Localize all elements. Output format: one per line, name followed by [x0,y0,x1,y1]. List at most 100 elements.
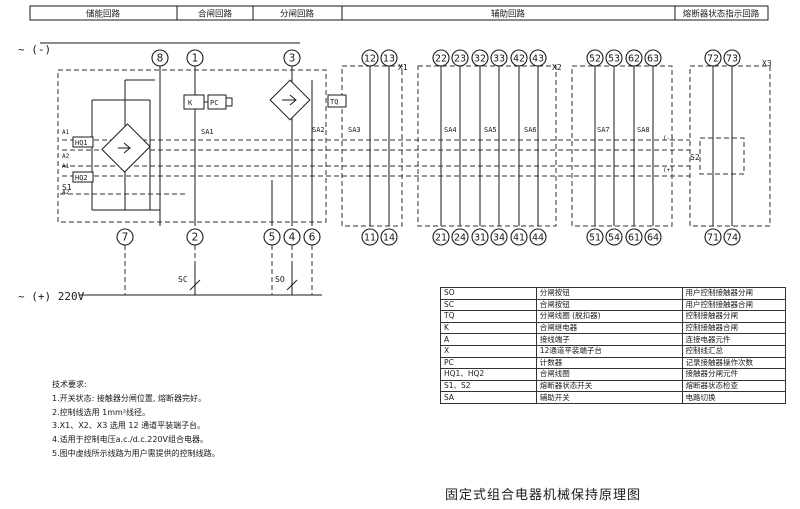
legend-function: 用户控制接触器分闸 [681,287,787,300]
terminal-bottom-41: 41 [513,233,525,244]
legend-name: 合闸继电器 [535,321,683,335]
sa2-label: SA2 [312,126,325,134]
legend-function: 接触器分闸元件 [681,368,787,381]
terminal-bottom-11-circle [361,228,379,246]
terminal-top-63-circle [644,49,662,67]
terminal-bottom-54-circle [605,228,623,246]
legend-function: 电路切换 [681,391,787,404]
terminal-bottom-21-circle [432,228,450,246]
legend-code: SO [440,287,537,300]
terminal-top-53-circle [605,49,623,67]
minus-mark: (-) [663,135,674,142]
legend-function: 控制接触器合闸 [681,321,787,335]
legend-name: 计数器 [535,356,683,370]
terminal-bottom-2: 2 [192,232,199,244]
section-closing: 合闸回路 [198,9,233,20]
section-fuse-indicator: 熔断器状态指示回路 [683,9,760,20]
x3b-enclosure [689,65,771,227]
opening-circuit: TQ SA2 [269,66,347,226]
terminal-top-62: 62 [628,54,640,65]
plus-mark: (+) [663,167,674,174]
hq2-label: HQ2 [75,174,88,182]
technical-notes: 技术要求: 1.开关状态: 接触器分闸位置, 熔断器完好。 2.控制线选用 1m… [52,378,220,461]
hq1-a1: A1 [62,129,70,136]
terminal-top-3-circle [283,49,301,67]
terminal-bottom-7-circle [116,228,134,246]
terminal-bottom-34-circle [490,228,508,246]
sa3-label: SA3 [348,126,361,134]
storage-circuit: HQ1 HQ2 A1 A1 A2 A2 S1 [60,66,185,226]
terminal-top-73: 73 [726,54,738,65]
x3a-enclosure [571,65,673,227]
terminal-bottom-2-circle [186,228,204,246]
terminal-bottom-61: 61 [628,233,640,244]
sc-label: SC [178,275,188,284]
terminal-bottom-64-circle [644,228,662,246]
legend-name: 熔断器状态开关 [535,379,683,393]
terminal-top-62-circle [625,49,643,67]
s1-label: S1 [62,183,72,192]
terminal-bottom-24-circle [451,228,469,246]
terminal-top-12: 12 [364,54,376,65]
k-label: K [188,99,193,107]
sa8-label: SA8 [637,126,650,134]
terminal-block-x1: X1 [398,63,408,72]
terminal-top-32: 32 [474,54,486,65]
section-opening: 分闸回路 [280,9,315,20]
terminal-top-63: 63 [647,54,659,65]
legend-code: PC [440,356,537,370]
terminal-top-52: 52 [589,54,601,65]
pc-label: PC [210,99,218,107]
terminal-top-72: 72 [707,54,719,65]
terminal-top-22-circle [432,49,450,67]
legend-name: 合闸按钮 [535,298,683,312]
terminal-bottom-61-circle [625,228,643,246]
hq2-a1: A1 [62,163,70,170]
terminal-bottom-74: 74 [726,233,738,244]
note-item: 2.控制线选用 1mm²线径。 [52,407,151,417]
terminal-top-33: 33 [493,54,505,65]
x1-enclosure [341,65,403,227]
terminal-top-43-circle [529,49,547,67]
terminal-top-13-circle [380,49,398,67]
terminal-bottom-5-circle [263,228,281,246]
legend-code: SC [440,298,537,312]
terminal-top-43: 43 [532,54,544,65]
terminal-top-8-circle [151,49,169,67]
vertical-wires [369,66,733,226]
legend-code: HQ1、HQ2 [440,368,537,381]
terminal-bottom-7: 7 [122,232,129,244]
x2-enclosure [417,65,557,227]
terminal-bottom-6-circle [303,228,321,246]
legend-function: 熔断器状态检查 [681,379,787,393]
terminal-bottom-71: 71 [707,233,719,244]
terminal-top-22: 22 [435,54,447,65]
terminal-bottom-64: 64 [647,233,659,244]
legend-name: 辅助开关 [535,391,683,404]
s2-label: S2 [690,153,700,162]
legend-function: 控制线汇总 [681,344,787,358]
sa6-label: SA6 [524,126,537,134]
terminal-bottom-5: 5 [269,232,276,244]
legend-name: 合闸线圈 [535,368,683,381]
terminal-bottom-51-circle [586,228,604,246]
section-storage: 储能回路 [86,9,121,20]
terminal-top-12-circle [361,49,379,67]
legend-function: 记录接触器操作次数 [681,356,787,370]
legend-code: TQ [440,310,537,323]
hq1-label: HQ1 [75,139,88,147]
terminal-top-23-circle [451,49,469,67]
tq-coil [327,94,347,108]
terminal-bottom-44: 44 [532,233,544,244]
closing-circuit: K PC SA1 [183,66,233,226]
supply-minus-label: ~ (-) [18,43,51,56]
